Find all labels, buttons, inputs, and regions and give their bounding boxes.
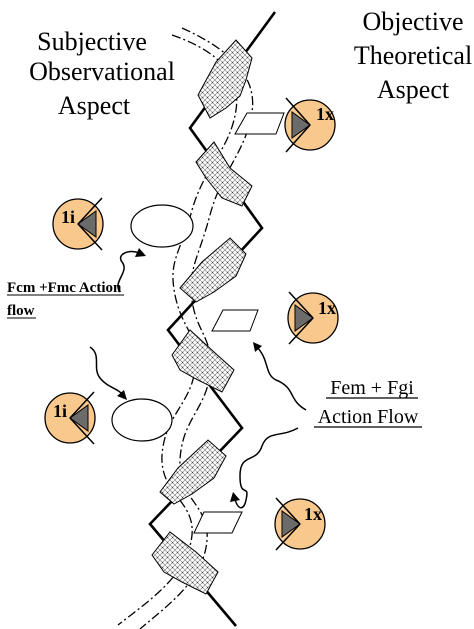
- eye-1i-upper-pupil: [77, 210, 97, 238]
- arrowhead-left-lower: [117, 390, 127, 400]
- eye-1x-bottom-ray-1: [275, 497, 301, 525]
- arrowhead-fem-lower: [230, 492, 240, 502]
- wavy-arrows: [89, 250, 307, 509]
- label-fcm: Fcm +Fmc Action flow: [7, 280, 124, 319]
- hatched-block-3: [179, 237, 247, 303]
- hatched-block-4: [171, 329, 235, 393]
- eye-icon-1i-upper: 1i: [52, 197, 104, 251]
- eye-icon-1x-middle: 1x: [287, 291, 339, 345]
- ellipses: [111, 204, 194, 442]
- eye-1i-lower-ray-2: [69, 417, 95, 445]
- eye-1i-lower-label: 1i: [53, 401, 67, 421]
- heading-subjective-line2: Observational: [29, 57, 175, 86]
- ellipse-lower: [111, 398, 173, 442]
- wavy-arrow-left-lower: [89, 346, 125, 397]
- parallelogram-1: [234, 112, 285, 135]
- arrowhead-fcm: [135, 248, 146, 257]
- eye-1i-lower-ray-1: [69, 391, 95, 419]
- wavy-arrow-fem-upper: [255, 345, 307, 411]
- eye-1x-top-ray-1: [285, 97, 311, 126]
- eye-1x-middle-pupil: [294, 304, 314, 332]
- eye-icon-1x-top: 1x: [284, 97, 336, 153]
- heading-objective-line1: Objective: [362, 7, 463, 36]
- eye-1i-upper-label: 1i: [61, 207, 75, 227]
- label-fcm-line2: flow: [7, 303, 35, 319]
- ellipse-upper: [130, 204, 194, 248]
- parallelogram-2: [211, 309, 259, 332]
- heading-subjective: Subjective Observational Aspect: [29, 27, 175, 120]
- hatched-block-5: [159, 439, 227, 505]
- label-fem: Fem + Fgi Action Flow: [314, 377, 422, 428]
- eye-1x-top-pupil: [291, 111, 311, 139]
- eye-1x-middle-label: 1x: [318, 298, 336, 318]
- wavy-arrow-fcm: [117, 250, 143, 293]
- arrowheads: [117, 248, 262, 502]
- heading-subjective-line1: Subjective: [37, 27, 147, 56]
- eye-1x-top-label: 1x: [316, 104, 334, 124]
- label-fem-line1: Fem + Fgi: [330, 377, 414, 399]
- eye-1x-bottom-ray-2: [275, 523, 301, 551]
- eye-1i-upper-ray-2: [77, 223, 103, 251]
- hatched-blocks: [151, 39, 253, 595]
- wavy-arrow-fem-lower: [233, 427, 299, 509]
- heading-objective-line3: Aspect: [377, 75, 450, 104]
- hatched-block-1: [197, 39, 253, 119]
- hatched-block-2: [195, 141, 253, 207]
- eye-1x-top-ray-2: [285, 124, 311, 153]
- eye-icon-1x-bottom: 1x: [274, 497, 326, 551]
- heading-objective-line2: Theoretical: [354, 41, 472, 70]
- arrowhead-fem-upper: [253, 342, 262, 352]
- eye-icon-1i-lower: 1i: [44, 391, 96, 445]
- zigzag-boundary: [148, 11, 277, 627]
- parallelogram-3: [193, 511, 243, 534]
- eye-1i-lower-pupil: [69, 404, 89, 432]
- heading-objective: Objective Theoretical Aspect: [354, 7, 472, 104]
- eye-1x-bottom-label: 1x: [304, 504, 322, 524]
- heading-subjective-line3: Aspect: [58, 91, 131, 120]
- eye-1i-upper-ray-1: [77, 197, 103, 225]
- eye-1x-bottom-pupil: [281, 510, 301, 538]
- eye-1x-middle-ray-1: [288, 291, 314, 319]
- parallelograms: [193, 112, 285, 534]
- eye-1x-middle-ray-2: [288, 317, 314, 345]
- label-fem-line2: Action Flow: [318, 406, 419, 428]
- hatched-block-6: [151, 531, 219, 595]
- label-fcm-line1: Fcm +Fmc Action: [7, 280, 122, 296]
